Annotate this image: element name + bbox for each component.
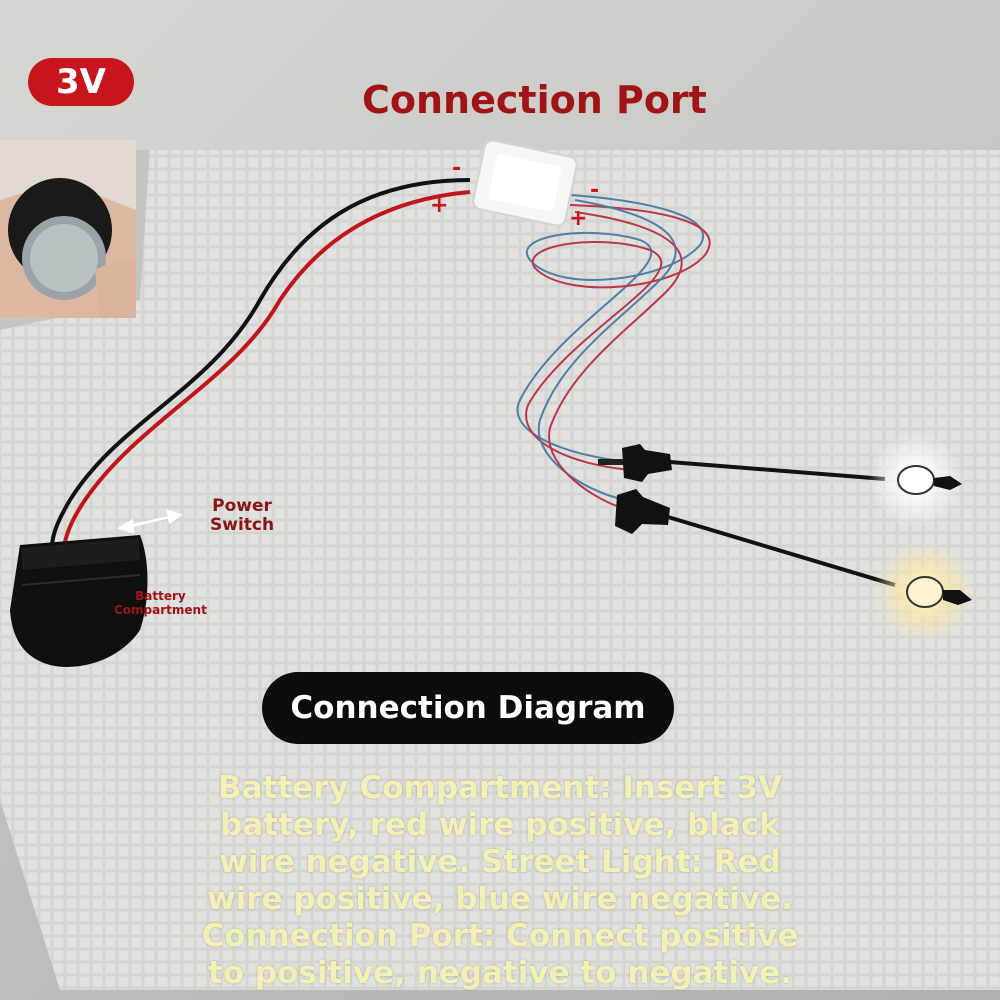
description-text: Battery Compartment: Insert 3V battery, … — [150, 770, 850, 992]
blue-wire-2 — [537, 199, 677, 501]
description-line: Connection Port: Connect positive — [201, 918, 799, 954]
connection-port-title: Connection Port — [362, 78, 707, 122]
battery-compartment-label: Battery Compartment — [114, 589, 207, 617]
connector — [472, 139, 578, 227]
grid-mat — [0, 150, 1000, 990]
power-switch-label: Power Switch — [210, 497, 274, 535]
red-wire-light-1 — [525, 204, 711, 471]
battery-compartment-line-2: Compartment — [114, 603, 207, 617]
power-switch-line-2: Switch — [210, 515, 275, 535]
street-light-1 — [598, 432, 964, 528]
voltage-badge: 3V — [28, 58, 134, 106]
description-line: wire positive, blue wire negative. — [207, 881, 793, 917]
power-switch-line-1: Power — [212, 496, 272, 516]
light-positive-sign: + — [569, 206, 588, 231]
battery-compartment-line-1: Battery — [135, 589, 186, 603]
battery-inset-photo — [0, 140, 136, 318]
description-line: battery, red wire positive, black — [220, 807, 780, 843]
light-negative-sign: - — [590, 178, 600, 203]
description-line: wire negative. Street Light: Red — [219, 844, 781, 880]
street-light-2 — [615, 489, 977, 644]
description-line: to positive, negative to negative. — [208, 955, 792, 991]
blue-wire-1 — [516, 194, 704, 463]
red-wire — [61, 190, 471, 561]
battery-compartment — [10, 535, 148, 667]
red-wire-light-2 — [548, 211, 683, 509]
mat-shade — [0, 150, 1000, 1000]
description-line: Battery Compartment: Insert 3V — [217, 770, 782, 806]
switch-arrow — [116, 509, 183, 534]
connection-diagram-pill: Connection Diagram — [262, 672, 674, 744]
battery-positive-sign: + — [430, 193, 449, 218]
battery-negative-sign: - — [452, 156, 462, 181]
black-wire — [49, 178, 471, 561]
